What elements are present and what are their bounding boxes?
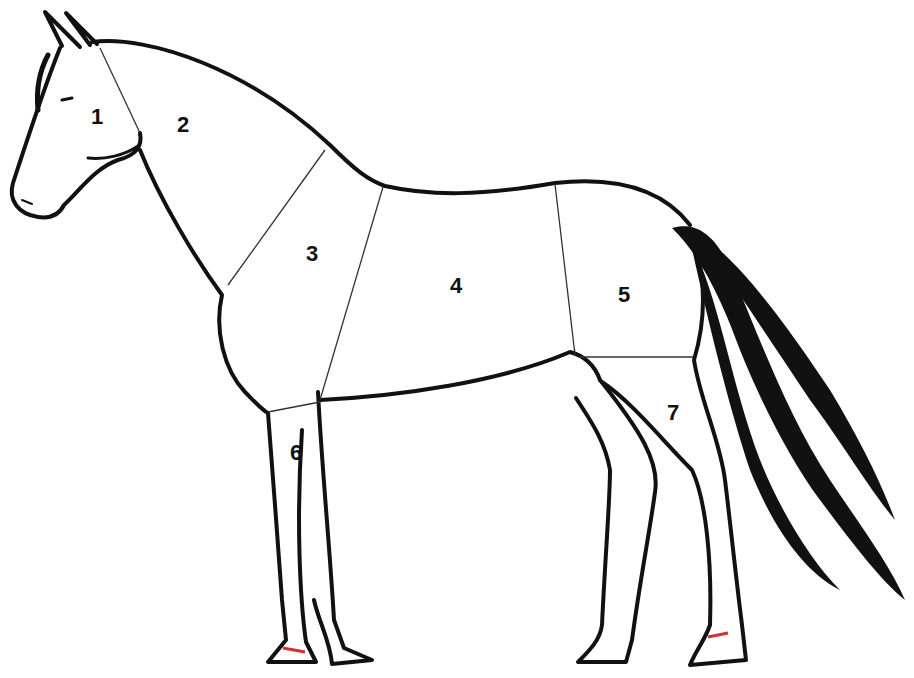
callout-number: 1	[91, 106, 103, 128]
callout-number: 5	[618, 284, 630, 306]
callout-number: 2	[177, 114, 189, 136]
callout-number: 6	[290, 442, 302, 464]
callout-number: 4	[450, 275, 462, 297]
callout-number: 3	[306, 243, 318, 265]
callout-number: 7	[667, 402, 679, 424]
